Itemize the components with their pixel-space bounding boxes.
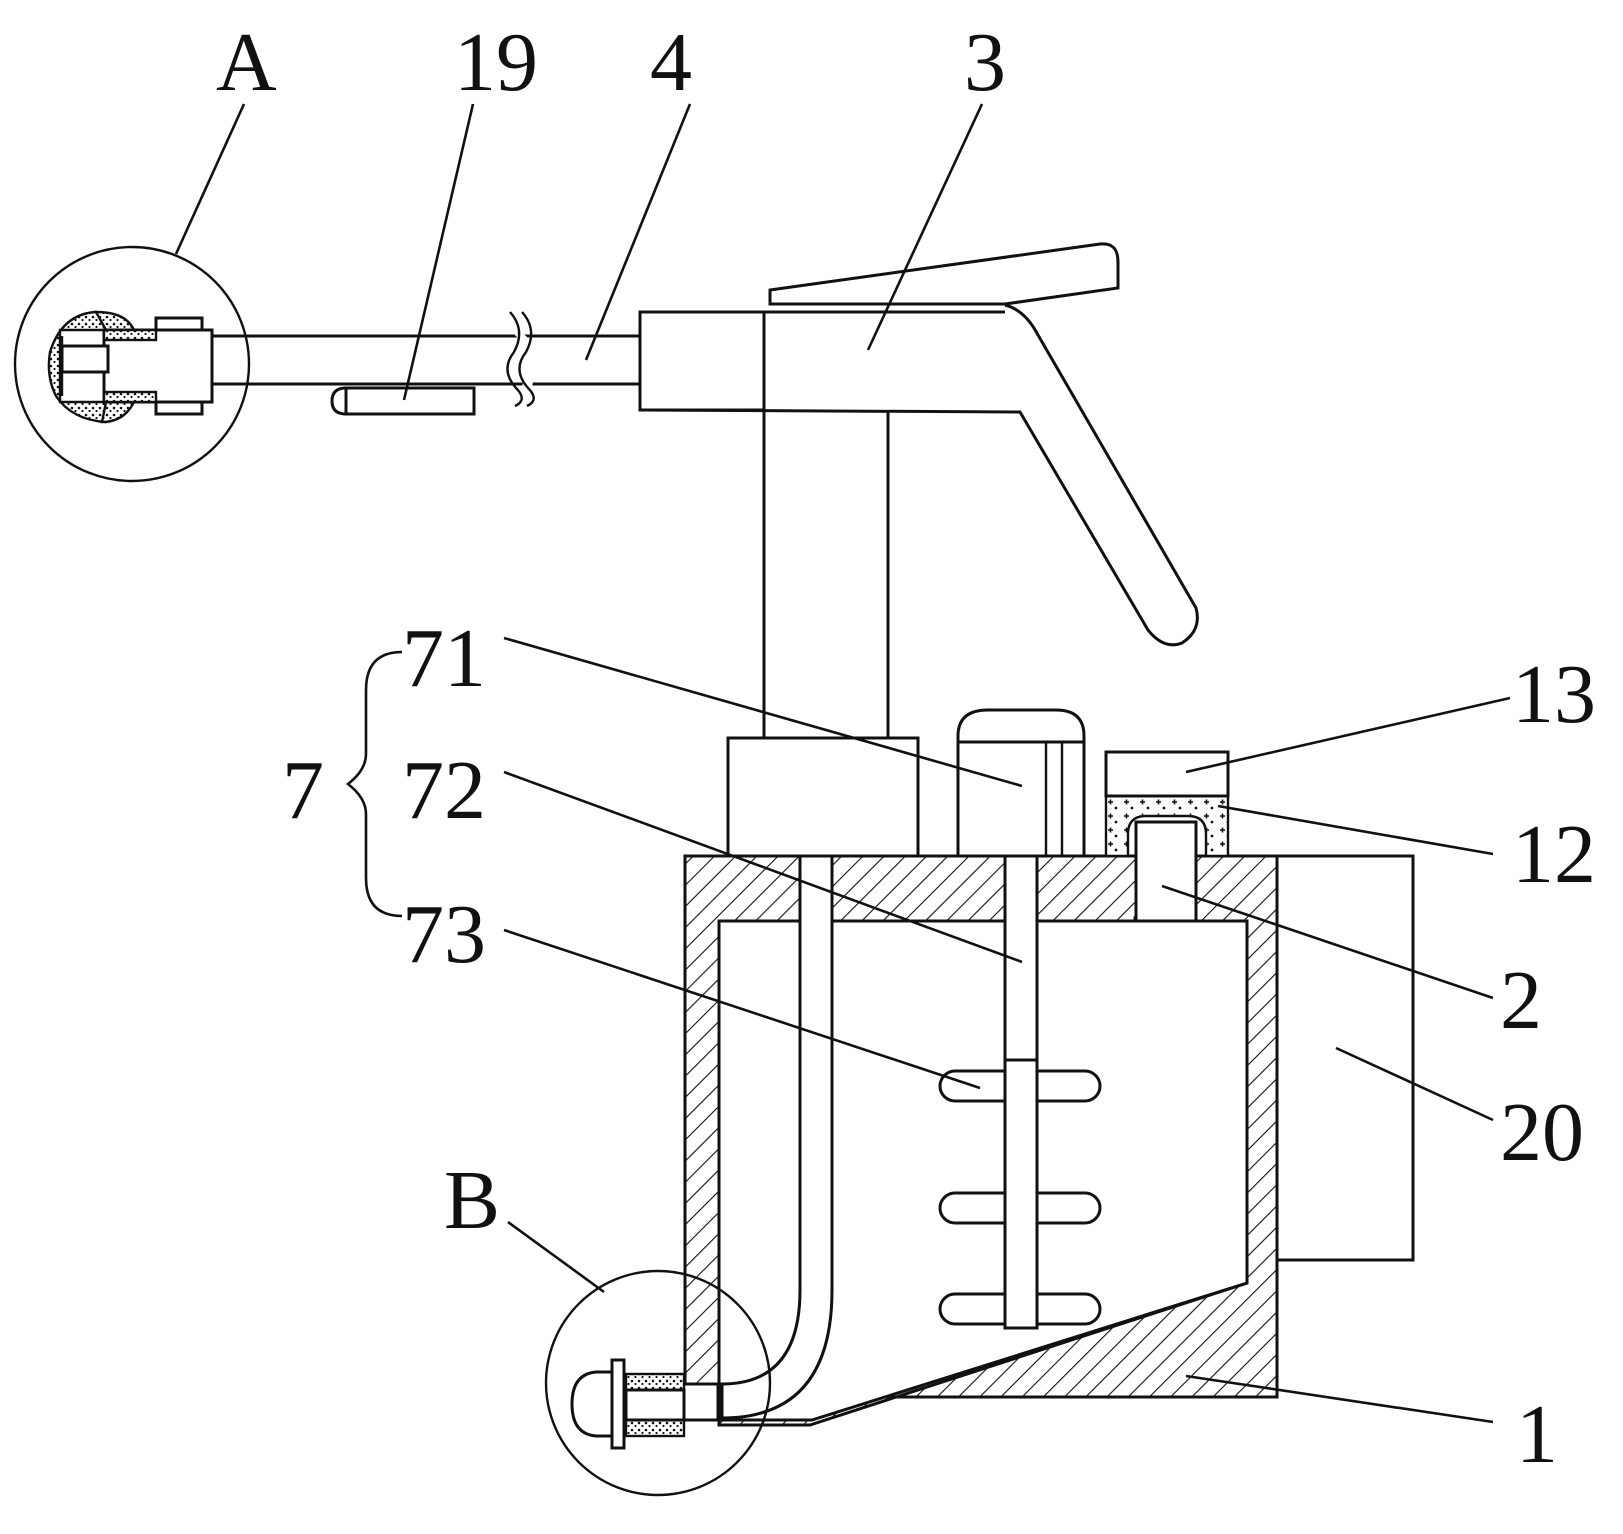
mixing-assembly-7 [938, 708, 1102, 1330]
label-2: 2 [1500, 954, 1542, 1047]
spray-gun [638, 242, 1199, 738]
label-19: 19 [454, 16, 538, 109]
label-71: 71 [402, 612, 486, 705]
label-1: 1 [1516, 1388, 1558, 1481]
leader-lines [174, 103, 1511, 1424]
inlet-port-2 [1134, 820, 1198, 923]
battery-box-20 [1275, 854, 1415, 1262]
suction-pipe [720, 854, 834, 1420]
label-7: 7 [282, 744, 324, 837]
pump-block [726, 736, 920, 858]
label-13: 13 [1512, 648, 1596, 741]
label-A: A [216, 16, 277, 109]
detail-a-nozzle [13, 245, 251, 483]
switch-19 [344, 386, 476, 416]
label-4: 4 [650, 16, 692, 109]
label-73: 73 [402, 888, 486, 981]
label-B: B [444, 1154, 500, 1247]
label-72: 72 [402, 744, 486, 837]
label-20: 20 [1500, 1086, 1584, 1179]
detail-b-valve [544, 1269, 772, 1497]
label-12: 12 [1512, 808, 1596, 901]
labels: A 19 4 3 71 72 73 7 13 12 2 20 1 B [216, 16, 1596, 1481]
label-3: 3 [964, 16, 1006, 109]
cap-and-seal [1104, 750, 1230, 858]
